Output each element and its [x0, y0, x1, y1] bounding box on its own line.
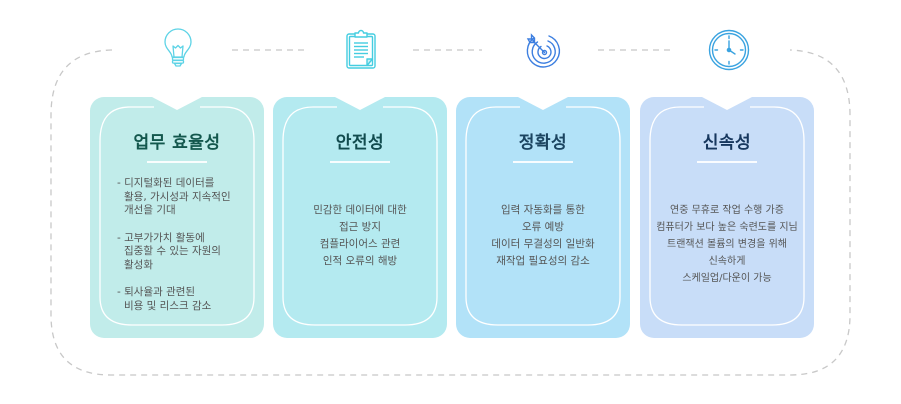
card-body: 민감한 데이터에 대한 접근 방지 컴플라이어스 관련 인적 오류의 해방	[273, 202, 447, 270]
list-item: - 퇴사율과 관련된 비용 및 리스크 감소	[117, 286, 254, 313]
card-body: 입력 자동화를 통한 오류 예방 데이터 무결성의 일반화 재작업 필요성의 감…	[456, 202, 630, 270]
list-item-line: - 퇴사율과 관련된	[117, 286, 196, 298]
card-speed: 신속성 연중 무휴로 작업 수행 가증 컴퓨터가 보다 높은 숙련도를 지님 트…	[640, 97, 814, 338]
card-outline	[465, 97, 621, 326]
card-outline	[99, 97, 255, 326]
body-line: 트랜잭션 볼륨의 변경을 위해	[667, 239, 787, 250]
body-line: 접근 방지	[339, 221, 381, 233]
body-line: 컴퓨터가 보다 높은 숙련도를 지님	[656, 222, 798, 233]
body-line: 컴플라이어스 관련	[319, 238, 401, 250]
body-line: 데이터 무결성의 일반화	[491, 238, 595, 250]
card-outline	[282, 97, 438, 326]
body-line: 오류 예방	[522, 221, 564, 233]
card-accuracy: 정확성 입력 자동화를 통한 오류 예방 데이터 무결성의 일반화 재작업 필요…	[456, 97, 630, 338]
body-line: 신속하게	[708, 256, 746, 267]
body-line: 스케일업/다운이 가능	[682, 273, 772, 284]
card-body: - 디지털화된 데이터를 활용, 가시성과 지속적인 개선을 기대 - 고부가가…	[117, 177, 254, 327]
card-safety: 안전성 민감한 데이터에 대한 접근 방지 컴플라이어스 관련 인적 오류의 해…	[273, 97, 447, 338]
list-item-line: 활용, 가시성과 지속적인	[124, 190, 231, 203]
body-line: 인적 오류의 해방	[322, 255, 398, 267]
body-line: 민감한 데이터에 대한	[313, 204, 407, 216]
card-title: 신속성	[702, 133, 752, 153]
body-line: 재작업 필요성의 감소	[496, 255, 590, 267]
list-item-line: 활성화	[124, 258, 153, 271]
title-underline	[147, 161, 207, 163]
card-title: 안전성	[335, 133, 385, 153]
list-item-line: 개선을 기대	[124, 204, 176, 216]
clipboard-icon	[346, 29, 376, 69]
title-underline	[697, 161, 757, 163]
card-title: 업무 효율성	[133, 133, 221, 153]
list-item-line: 비용 및 리스크 감소	[124, 299, 212, 312]
body-line: 연중 무휴로 작업 수행 가증	[670, 205, 784, 216]
body-line: 입력 자동화를 통한	[501, 204, 585, 216]
title-underline	[330, 161, 390, 163]
clock-icon	[708, 29, 750, 71]
card-body: 연중 무휴로 작업 수행 가증 컴퓨터가 보다 높은 숙련도를 지님 트랜잭션 …	[640, 202, 814, 287]
card-work-efficiency: 업무 효율성 - 디지털화된 데이터를 활용, 가시성과 지속적인 개선을 기대…	[90, 97, 264, 338]
target-arrow-icon	[526, 33, 561, 68]
title-underline	[513, 161, 573, 163]
list-item-line: - 디지털화된 데이터를	[117, 177, 215, 189]
list-item-line: 집중할 수 있는 자원의	[124, 245, 221, 257]
list-item: - 디지털화된 데이터를 활용, 가시성과 지속적인 개선을 기대	[117, 177, 254, 218]
list-item: - 고부가가치 활동에 집중할 수 있는 자원의 활성화	[117, 232, 254, 273]
list-item-line: - 고부가가치 활동에	[117, 231, 205, 244]
lightbulb-icon	[164, 28, 192, 67]
card-outline	[649, 97, 805, 326]
card-title: 정확성	[518, 133, 568, 153]
